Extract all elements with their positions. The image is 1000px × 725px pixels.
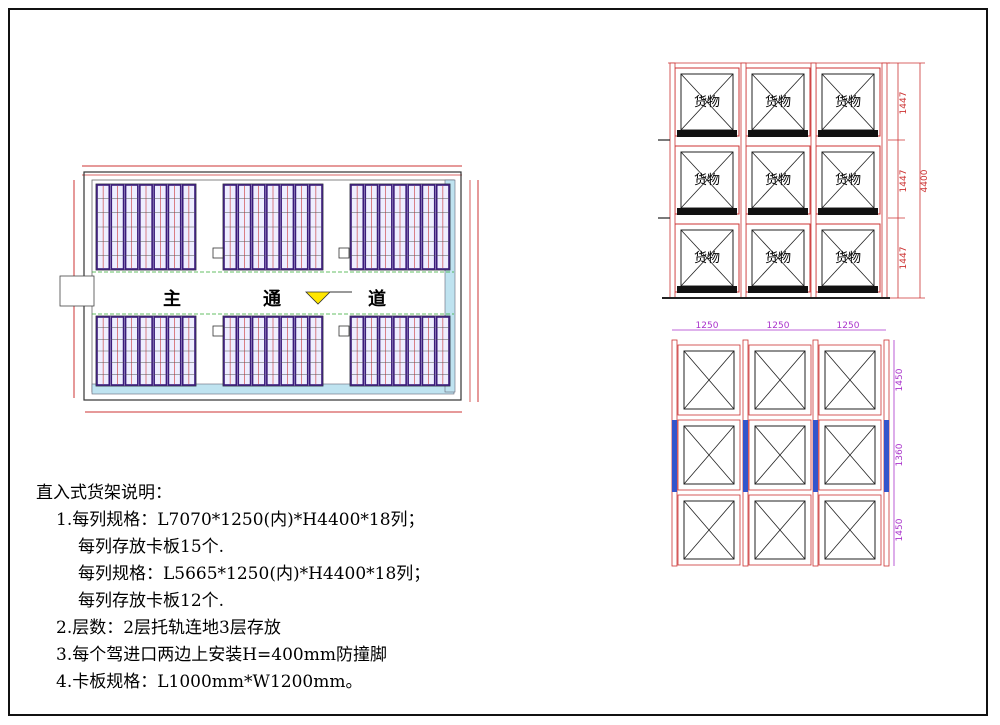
rack-block [95,315,197,387]
cargo-bay: 货物 [674,145,740,215]
pallet-position [748,419,812,491]
rail-highlight [672,420,677,492]
cargo-bay: 货物 [674,223,740,293]
rail-highlight [743,420,748,492]
rack-block [222,315,324,387]
floor-plan: 主 通 道 [59,165,479,413]
pallet-position [748,344,812,416]
cargo-label: 货物 [765,172,791,188]
elev-dim-2: 1447 [899,170,909,193]
cargo-bay: 货物 [745,67,811,137]
top-depth-1: 1450 [895,368,905,391]
cargo-bay: 货物 [745,223,811,293]
upright [669,62,676,299]
cargo-bay: 货物 [674,67,740,137]
rack-notes: 直入式货架说明： 1.每列规格：L7070*1250(内)*H4400*18列；… [36,480,430,696]
cargo-label: 货物 [835,172,861,188]
pallet-beam [677,208,737,215]
pallet-beam [818,130,878,137]
note-line-2: 2.层数：2层托轨连地3层存放 [56,618,281,638]
note-line-4: 4.卡板规格：L1000mm*W1200mm。 [56,672,363,692]
top-width-2: 1250 [767,321,790,331]
rack-top-view: 1250 1250 1250 1450 1360 1450 [671,321,905,567]
notes-title: 直入式货架说明： [36,483,172,503]
pallet-beam [677,130,737,137]
column-square [212,325,224,337]
aisle-char-3: 道 [368,288,386,310]
top-depth-2: 1360 [895,443,905,466]
elev-dim-3: 1447 [899,247,909,270]
elev-dim-1: 1447 [899,92,909,115]
top-width-1: 1250 [696,321,719,331]
rack-elevation: 货物货物货物货物货物货物货物货物货物 1447 1447 1447 4400 [658,62,930,299]
note-line-1c: 每列规格：L5665*1250(内)*H4400*18列； [78,564,431,584]
rail-highlight [813,420,818,492]
pallet-beam [748,130,808,137]
pallet-position [818,419,882,491]
pallet-beam [818,286,878,293]
rack-block [222,183,324,271]
pallet-position [748,494,812,566]
top-width-3: 1250 [837,321,860,331]
note-line-1b: 每列存放卡板15个. [78,537,225,557]
cargo-label: 货物 [835,94,861,110]
cargo-label: 货物 [765,250,791,266]
direction-arrow-icon [305,291,352,305]
column-square [338,325,350,337]
cargo-bay: 货物 [815,145,881,215]
aisle-char-1: 主 [163,288,181,310]
rack-block [95,183,197,271]
pallet-position [677,494,741,566]
cargo-bay: 货物 [745,145,811,215]
note-line-3: 3.每个驾进口两边上安装H=400mm防撞脚 [56,645,387,665]
rack-block [349,315,451,387]
pallet-position [818,344,882,416]
cargo-bay: 货物 [815,67,881,137]
cargo-bay: 货物 [815,223,881,293]
upright [810,62,817,299]
note-line-1: 1.每列规格：L7070*1250(内)*H4400*18列； [56,510,425,530]
pallet-beam [677,286,737,293]
column-square [338,247,350,259]
drawing-border [8,8,988,716]
pallet-beam [818,208,878,215]
pallet-beam [748,208,808,215]
cargo-label: 货物 [835,250,861,266]
cargo-label: 货物 [694,172,720,188]
rack-block [349,183,451,271]
cargo-label: 货物 [765,94,791,110]
aisle-char-2: 通 [263,289,281,310]
column-square [212,247,224,259]
pallet-position [818,494,882,566]
cargo-label: 货物 [694,94,720,110]
rail-highlight [884,420,889,492]
pallet-beam [748,286,808,293]
upright [740,62,747,299]
cargo-label: 货物 [694,250,720,266]
upright [881,62,888,299]
pallet-position [677,344,741,416]
pallet-position [677,419,741,491]
top-depth-3: 1450 [895,518,905,541]
elev-dim-total: 4400 [920,169,930,192]
note-line-1d: 每列存放卡板12个. [78,591,225,611]
